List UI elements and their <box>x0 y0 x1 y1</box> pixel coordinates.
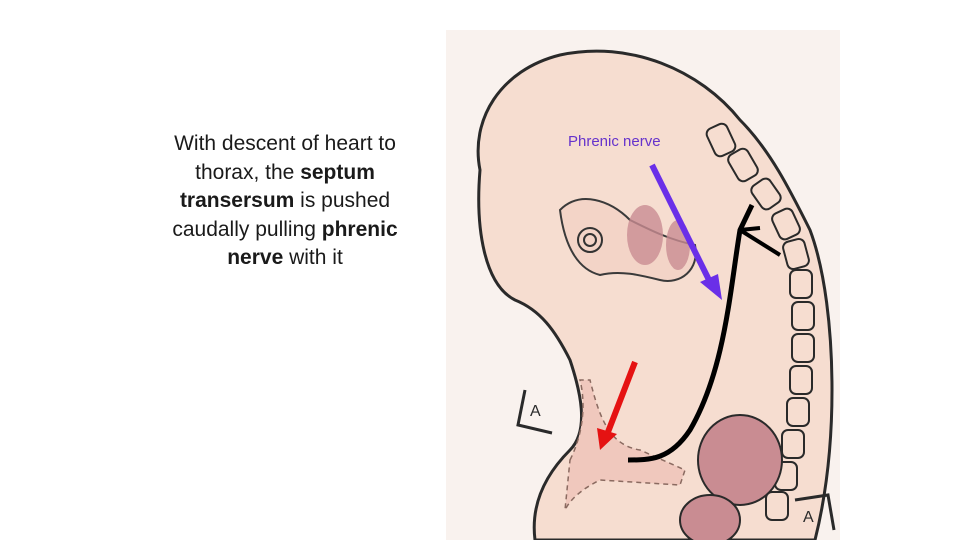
nerve-branch-upper <box>739 226 761 232</box>
slide-caption: With descent of heart to thorax, the sep… <box>150 130 420 273</box>
embryo-figure: A A <box>440 30 840 545</box>
marker-a-lower: A <box>803 509 814 526</box>
caption-term-septum: septum transersum <box>179 160 375 213</box>
arch-1 <box>627 205 663 265</box>
caption-text-1: With descent of heart to thorax, the <box>174 132 396 184</box>
marker-a-lower-bracket <box>794 493 836 531</box>
marker-a-upper-bracket <box>516 389 553 435</box>
eye-circle <box>577 227 603 253</box>
blue-arrow-line <box>649 163 713 284</box>
marker-a-upper: A <box>530 403 541 420</box>
organ-lower <box>679 494 741 545</box>
blue-arrow-head <box>700 274 722 300</box>
caption-term-phrenic: phrenic nerve <box>227 217 398 270</box>
somite-column <box>705 122 815 521</box>
heart-shape <box>697 414 783 506</box>
phrenic-nerve-label: Phrenic nerve <box>568 133 661 150</box>
nerve-path <box>627 203 755 463</box>
red-arrow-head <box>597 428 617 450</box>
eye-inner <box>583 233 597 247</box>
nerve-branch <box>738 228 782 257</box>
caption-text-3: with it <box>283 246 343 269</box>
caption-text-2: is pushed caudally pulling <box>172 189 391 241</box>
arch-2 <box>666 220 690 270</box>
embryo-diagram: A A <box>446 30 840 545</box>
red-arrow-line <box>605 360 638 434</box>
